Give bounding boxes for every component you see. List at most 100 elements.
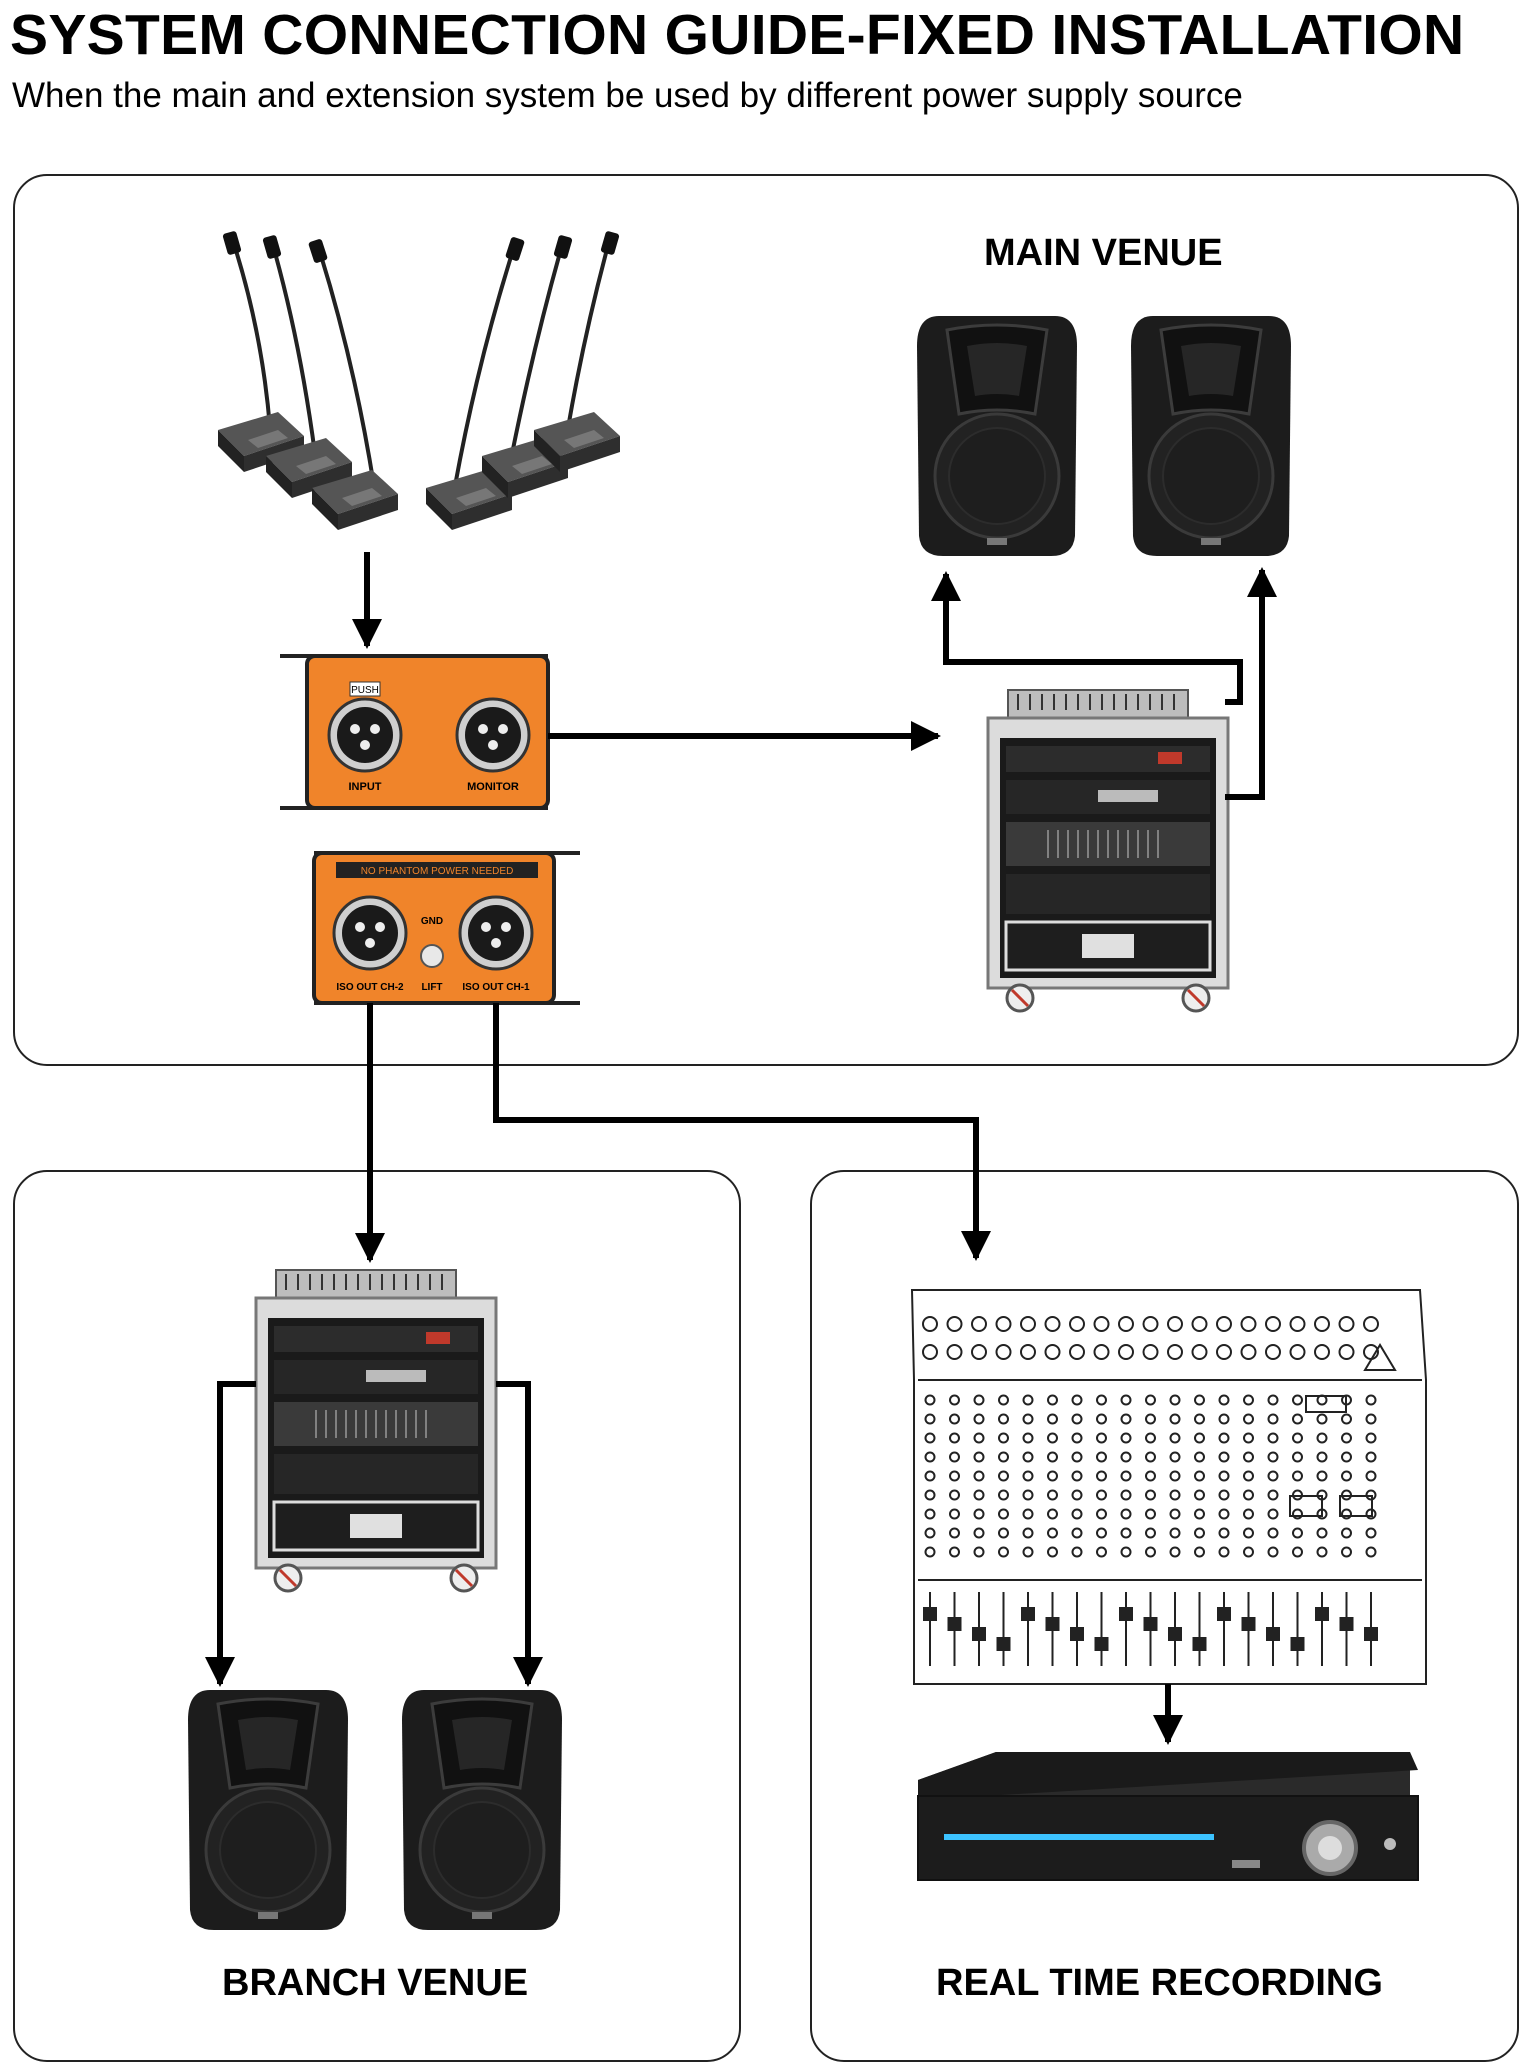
page-title: SYSTEM CONNECTION GUIDE-FIXED INSTALLATI… [10,3,1465,67]
mixer-fader-knob [1021,1607,1035,1621]
mixer-knob [1120,1546,1132,1558]
mixer-knob [998,1394,1009,1406]
mixing-console-icon [910,1289,1427,1685]
mixer-knob [1194,1489,1205,1501]
mixer-knob [1243,1394,1254,1406]
mixer-knob [1292,1394,1303,1406]
mixer-knob [1118,1316,1134,1332]
mixer-knob [1243,1546,1254,1558]
mixer-knob [971,1344,987,1360]
mixer-knob [1120,1508,1132,1520]
mixer-knob [1096,1508,1107,1520]
mixer-knob [949,1546,960,1558]
mixer-knob [1341,1546,1352,1558]
mixer-knob [1191,1316,1208,1332]
mixer-knob [1071,1527,1083,1539]
mixer-fader-knob [1070,1627,1084,1641]
mixer-knob [1218,1394,1230,1406]
mixer-knob [1047,1432,1058,1444]
mixer-knob [998,1546,1009,1558]
mixer-fader-knob [1364,1627,1378,1641]
mixer-knob [1020,1316,1036,1332]
mixer-knob [1365,1394,1377,1406]
branch-venue-speakers [186,1688,564,1932]
iso-out-ch1-label: ISO OUT CH-1 [462,982,530,993]
mixer-knob [995,1344,1012,1360]
mixer-knob [1191,1344,1208,1360]
mixer-knob [922,1316,938,1332]
mixer-knob [1118,1344,1134,1360]
mixer-knob [1071,1413,1083,1425]
mixer-knob [1142,1316,1159,1332]
mixer-knob [973,1413,985,1425]
mixer-knob [1338,1344,1355,1360]
mixer-knob [1218,1432,1230,1444]
gooseneck-microphone-icon [218,231,620,530]
mixer-knob [1216,1344,1232,1360]
mixer-knob [1022,1432,1034,1444]
mixer-knob [1194,1451,1205,1463]
mixer-knob [1341,1413,1352,1425]
mixer-knob [1341,1451,1352,1463]
mixer-knob [1167,1316,1183,1332]
mixer-knob [1096,1546,1107,1558]
mixer-knob [998,1470,1009,1482]
mixer-knob [1194,1508,1205,1520]
mixer-knob [1167,1344,1183,1360]
mixer-knob [1093,1344,1110,1360]
mixer-knob [1316,1546,1328,1558]
mixer-knob [1022,1546,1034,1558]
mixer-knob [1218,1489,1230,1501]
mixer-knob [1120,1527,1132,1539]
main-venue-speakers [915,314,1293,558]
no-phantom-power-banner: NO PHANTOM POWER NEEDED [361,866,514,877]
mixer-knob [1292,1527,1303,1539]
mixer-knob [1096,1432,1107,1444]
mixer-fader-knob [1241,1617,1256,1631]
mixer-knob [1341,1527,1352,1539]
mixer-knob [1096,1527,1107,1539]
mixer-knob [973,1489,985,1501]
mixer-knob [1093,1316,1110,1332]
mixer-knob [998,1508,1009,1520]
mixer-knob [1142,1344,1159,1360]
mixer-knob [1292,1508,1303,1520]
mixer-knob [1267,1489,1279,1501]
mixer-fader-knob [947,1617,962,1631]
mixer-knob [1365,1451,1377,1463]
mixer-knob [1292,1413,1303,1425]
mixer-knob [1316,1413,1328,1425]
mixer-fader-knob [1094,1637,1109,1651]
mixer-knob [1022,1527,1034,1539]
mixer-knob [1267,1470,1279,1482]
mixer-fader-knob [1217,1607,1231,1621]
mixer-knob [973,1470,985,1482]
mixer-knob [1218,1527,1230,1539]
mixer-knob [1145,1394,1156,1406]
mixer-fader-knob [996,1637,1011,1651]
mixer-knob [1022,1394,1034,1406]
mixer-knob [973,1508,985,1520]
mixer-knob [924,1394,936,1406]
mixer-fader-knob [1290,1637,1305,1651]
mixer-knob [973,1451,985,1463]
mixer-knob [1169,1470,1181,1482]
mixer-knob [998,1451,1009,1463]
mixer-knob [949,1451,960,1463]
mixer-fader-knob [1168,1627,1182,1641]
mixer-knob [1265,1344,1281,1360]
page-subtitle: When the main and extension system be us… [12,76,1243,115]
mixer-knob [1267,1508,1279,1520]
mixer-knob [1022,1451,1034,1463]
mixer-knob [1047,1394,1058,1406]
mixer-knob [1218,1508,1230,1520]
mixer-knob [1145,1470,1156,1482]
mixer-knob [1022,1470,1034,1482]
mixer-knob [949,1527,960,1539]
mixer-knob [1216,1316,1232,1332]
mixer-knob [1265,1316,1281,1332]
mixer-knob [998,1527,1009,1539]
mixer-knob [1218,1470,1230,1482]
mixer-knob [1071,1508,1083,1520]
mixer-knob [1169,1508,1181,1520]
